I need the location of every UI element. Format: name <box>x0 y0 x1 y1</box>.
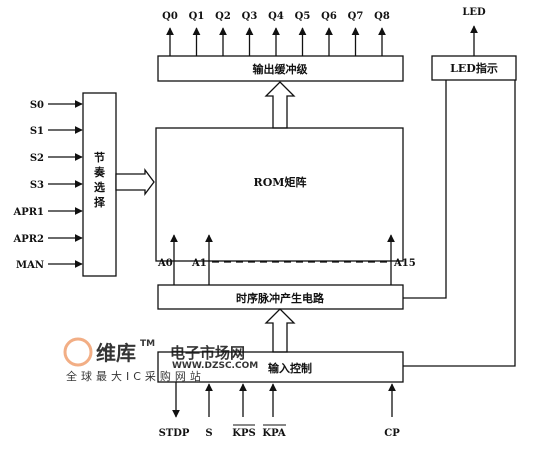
input-label-man: MAN <box>16 260 44 271</box>
signal-label-stdp: STDP <box>159 428 190 439</box>
input-label-apr1: APR1 <box>12 207 44 218</box>
timing-pulse-label: 时序脉冲产生电路 <box>236 291 325 305</box>
rhythm-select-char: 奏 <box>93 165 106 179</box>
output-label-q4: Q4 <box>268 11 284 22</box>
signal-label-s: S <box>205 428 212 439</box>
output-label-q0: Q0 <box>162 11 178 22</box>
watermark-tm: TM <box>140 339 155 349</box>
address-label-a15: A15 <box>393 258 416 269</box>
watermark-brand-suffix: 电子市场网 <box>170 344 245 362</box>
control-to-led-wire <box>403 80 516 367</box>
input-label-apr2: APR2 <box>12 234 44 245</box>
timing-to-led-wire <box>403 80 447 299</box>
output-label-q5: Q5 <box>295 11 311 22</box>
output-label-q1: Q1 <box>189 11 205 22</box>
input-to-timing-arrow <box>264 308 296 353</box>
address-label-a1: A1 <box>191 258 207 269</box>
watermark-url: WWW.DZSC.COM <box>172 361 258 371</box>
rom-to-buffer-arrow <box>264 81 296 129</box>
signal-label-kps: KPS <box>232 428 255 439</box>
output-buffer-label: 输出缓冲级 <box>253 62 309 76</box>
input-label-s1: S1 <box>30 126 44 137</box>
address-label-a0: A0 <box>157 258 173 269</box>
led-output-label: LED <box>462 7 486 18</box>
input-label-s3: S3 <box>30 180 44 191</box>
output-label-q8: Q8 <box>374 11 390 22</box>
watermark-logo-icon <box>63 337 93 367</box>
watermark: 维库 TM 电子市场网 WWW.DZSC.COM 全球最大IC采购网站 <box>63 337 258 383</box>
led-indicator-label: LED指示 <box>450 61 498 75</box>
rhythm-select-char: 择 <box>94 195 106 209</box>
rhythm-select-char: 选 <box>94 180 105 194</box>
output-buffer-block <box>157 55 404 82</box>
input-control-label: 输入控制 <box>268 361 312 375</box>
rom-matrix-label: ROM矩阵 <box>254 175 307 189</box>
rhythm-to-rom-arrow <box>115 168 155 196</box>
signal-label-cp: CP <box>384 428 400 439</box>
watermark-slogan: 全球最大IC采购网站 <box>66 369 205 383</box>
watermark-brand: 维库 <box>96 341 136 365</box>
input-label-s0: S0 <box>30 100 44 111</box>
signal-label-kpa: KPA <box>262 428 285 439</box>
output-q-lines: Q0 Q1 Q2 Q3 Q4 Q5 Q6 Q7 Q8 <box>162 11 390 56</box>
input-label-s2: S2 <box>30 153 44 164</box>
output-label-q7: Q7 <box>348 11 364 22</box>
rom-matrix-block <box>155 127 404 262</box>
input-control-block <box>157 351 404 383</box>
output-label-q6: Q6 <box>321 11 337 22</box>
rhythm-select-char: 节 <box>94 150 105 164</box>
output-label-q2: Q2 <box>215 11 231 22</box>
output-label-q3: Q3 <box>242 11 258 22</box>
